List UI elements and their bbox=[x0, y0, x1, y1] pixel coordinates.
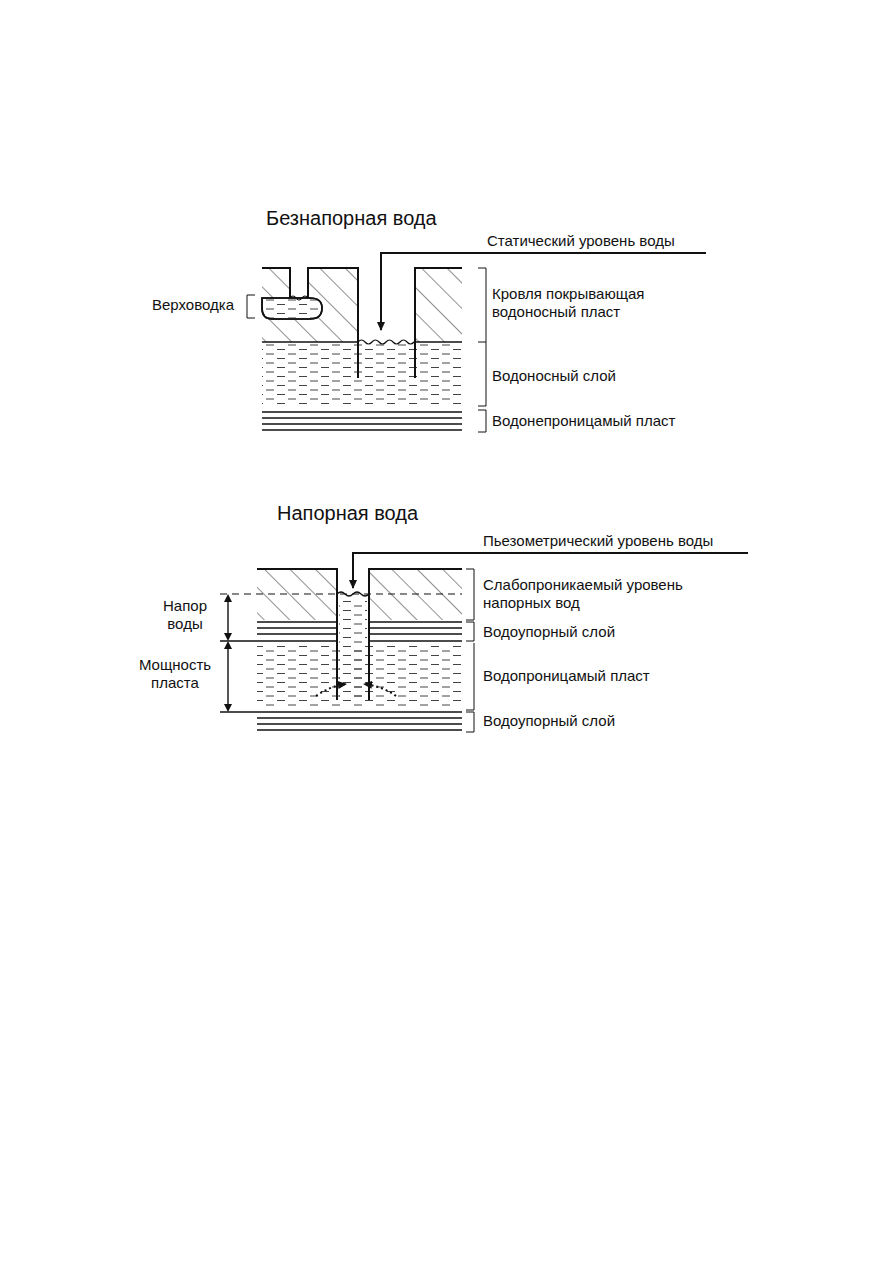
dimension-label: Напор воды bbox=[150, 597, 220, 633]
section-heading: Безнапорная вода bbox=[266, 206, 506, 230]
layer-label: Водоносный слой bbox=[492, 367, 692, 385]
layer-label: Водоупорный слой bbox=[483, 712, 683, 730]
layer-label: Водопроницамый пласт bbox=[483, 667, 703, 685]
level-label: Пьезометрический уровень воды bbox=[483, 532, 753, 550]
layer-label: Слабопроникаемый уровень напорных вод bbox=[483, 576, 723, 612]
layer-label: Водоупорный слой bbox=[483, 623, 683, 641]
layer-label: Водонепроницамый пласт bbox=[492, 412, 712, 430]
level-label: Статический уровень воды bbox=[487, 232, 717, 250]
dimension-label: Мощность пласта bbox=[130, 656, 220, 692]
section-heading: Напорная вода bbox=[277, 501, 517, 525]
layer-label: Кровля покрывающая водоносный пласт bbox=[492, 285, 677, 321]
layer-label: Верховодка bbox=[128, 296, 234, 314]
